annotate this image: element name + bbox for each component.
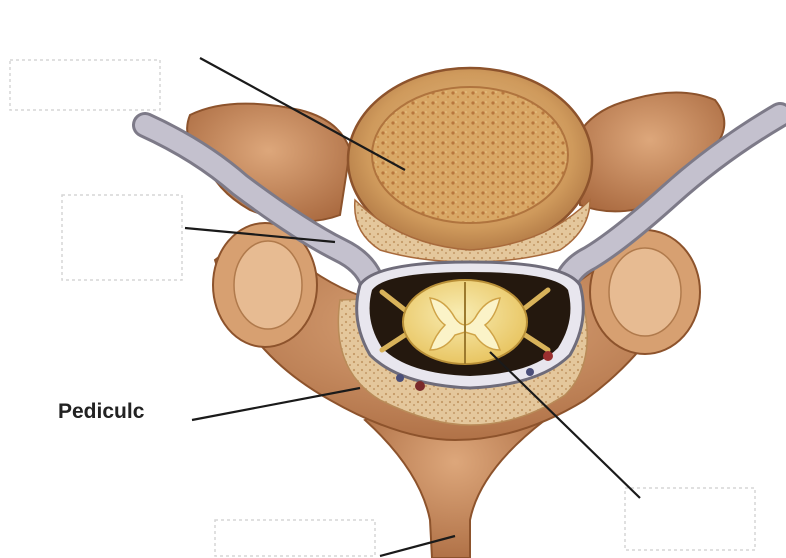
blank-label-box-top-left xyxy=(10,60,160,110)
right-facet-surface xyxy=(609,248,681,336)
vessel-right-2 xyxy=(526,368,534,376)
blank-label-box-bottom-center xyxy=(215,520,375,556)
leader-line-pedicule xyxy=(192,388,360,420)
blank-label-box-mid-left xyxy=(62,195,182,280)
vessel-left-2 xyxy=(396,374,404,382)
left-facet-surface xyxy=(234,241,302,329)
vessel-left xyxy=(415,381,425,391)
label-pedicule: Pediculc xyxy=(58,400,144,424)
blank-label-box-bottom-right xyxy=(625,488,755,550)
spinal-cord xyxy=(403,280,527,364)
vessel-right xyxy=(543,351,553,361)
vertebral-body-inner xyxy=(372,87,568,223)
